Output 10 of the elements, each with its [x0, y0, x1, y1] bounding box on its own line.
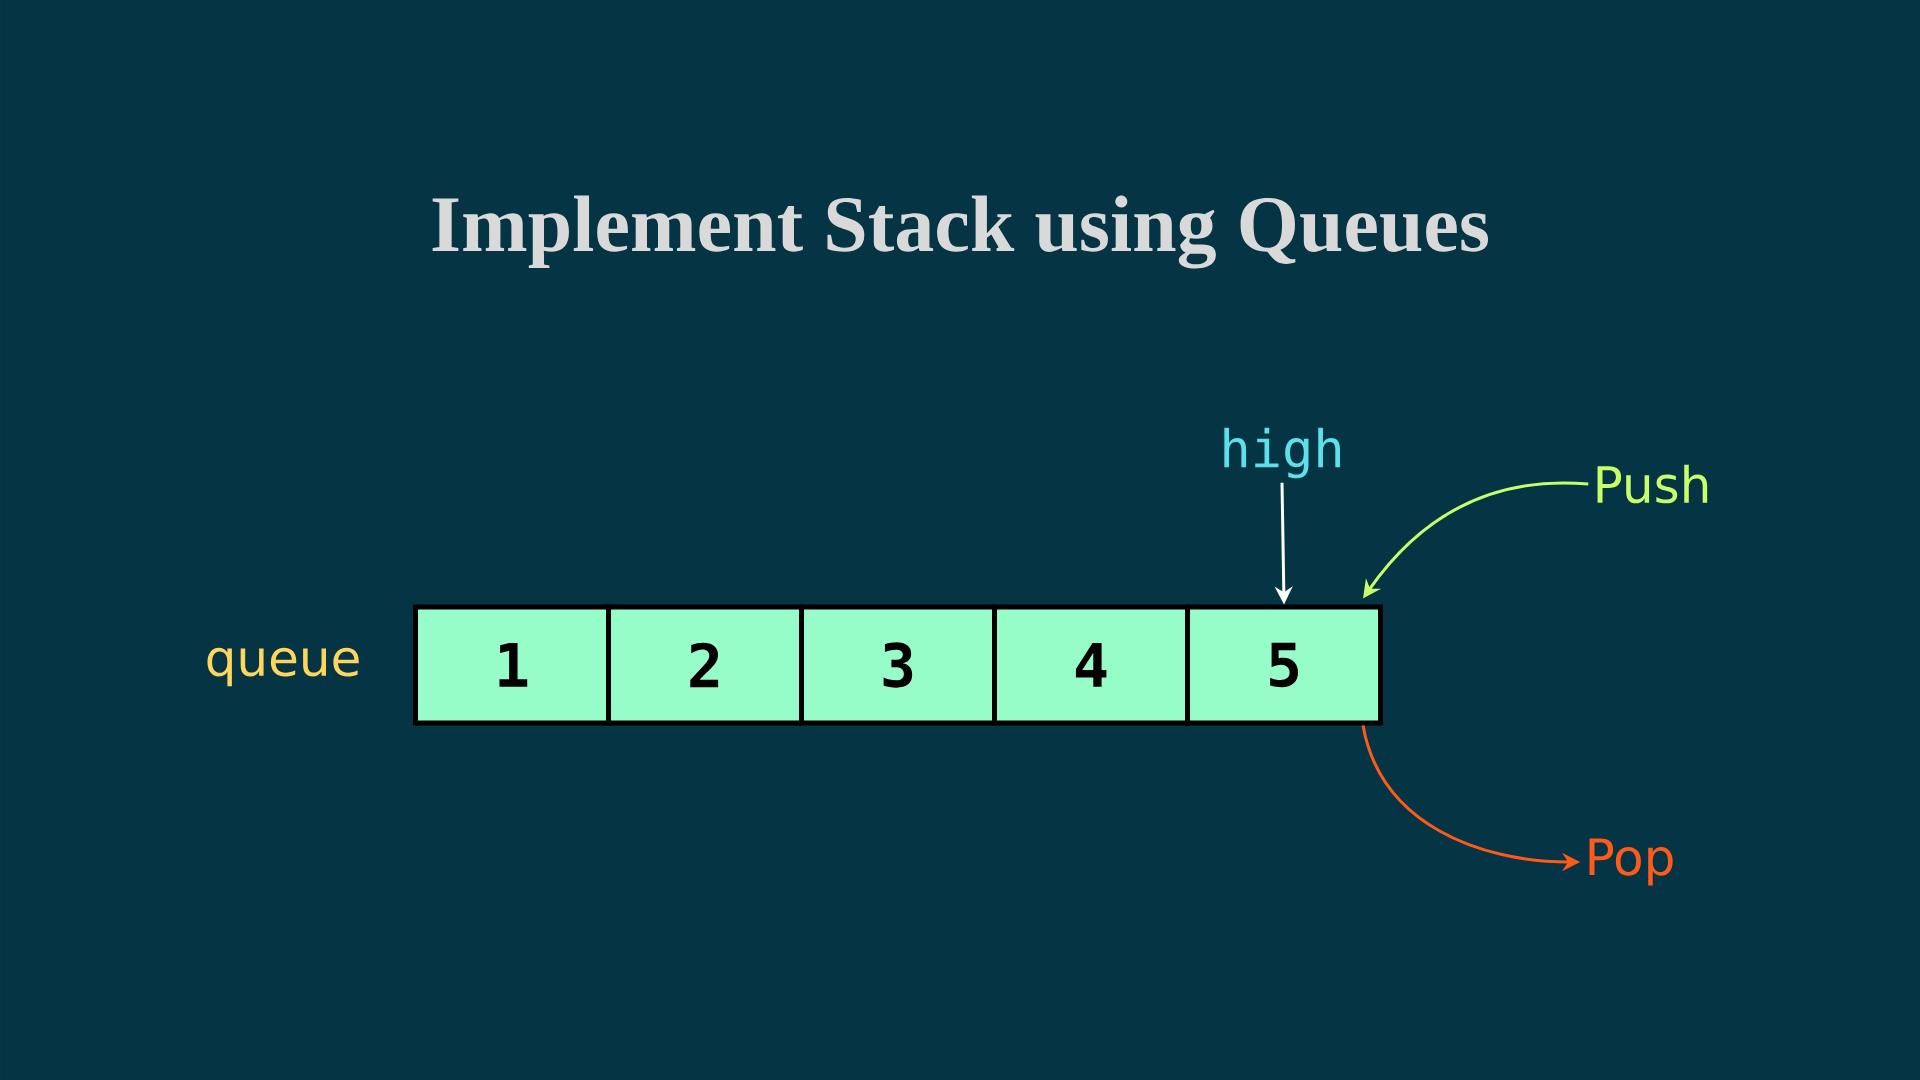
- queue-cell: 2: [606, 604, 804, 726]
- queue-cell: 1: [413, 604, 611, 726]
- queue-cell: 5: [1185, 604, 1383, 726]
- queue-label: queue: [207, 647, 359, 687]
- title: Implement Stack using Queues: [432, 195, 1489, 269]
- queue-cell: 3: [799, 604, 997, 726]
- pointer-label: high: [1224, 427, 1340, 479]
- operation-label: Pop: [1589, 838, 1673, 886]
- operation-label: Push: [1597, 464, 1708, 504]
- queue-cell: 4: [992, 604, 1190, 726]
